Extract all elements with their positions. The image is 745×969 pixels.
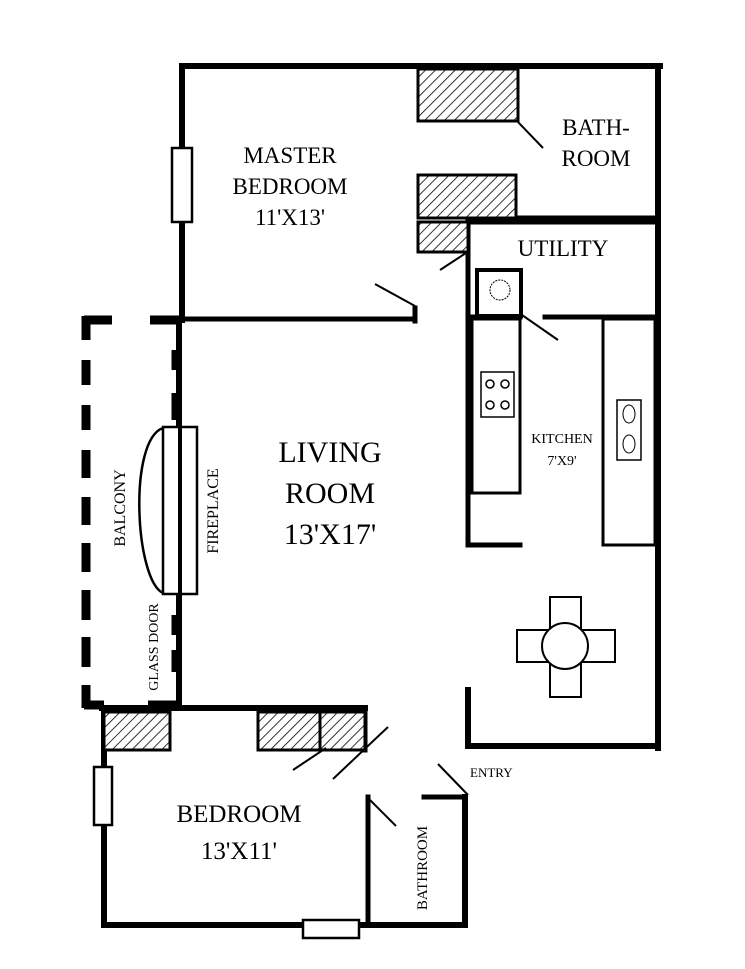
window-master — [170, 146, 194, 224]
entry-label: ENTRY — [470, 765, 513, 780]
closet-bedroom-mid-a — [256, 710, 322, 752]
master-bath-label: BATH- — [562, 115, 630, 140]
stove — [480, 371, 515, 418]
living-room-size: 13'X17' — [284, 518, 376, 551]
door-entry — [437, 763, 469, 796]
room-labels: MASTER BEDROOM 11'X13' BATH- ROOM UTILIT… — [112, 115, 631, 910]
door-bathroom — [369, 799, 397, 827]
door-bedroom — [332, 726, 389, 780]
closets — [102, 67, 520, 752]
utility-label: UTILITY — [518, 236, 609, 261]
bedroom-label: BEDROOM — [176, 801, 301, 828]
table-icon — [541, 622, 589, 670]
sink-basin-icon — [622, 404, 636, 424]
closet-utility — [416, 220, 470, 254]
kitchen-size: 7'X9' — [547, 454, 576, 469]
balcony-label: BALCONY — [112, 469, 129, 547]
living-room-label: ROOM — [285, 477, 375, 510]
interior-walls — [179, 215, 661, 928]
fireplace — [138, 425, 199, 596]
burner-icon — [500, 400, 510, 410]
burner-icon — [500, 379, 510, 389]
door-master-bath — [517, 121, 544, 149]
master-bedroom-label: MASTER — [243, 143, 337, 168]
closet-bath-top — [416, 67, 520, 123]
kitchen-counter-right — [601, 317, 657, 547]
exterior-walls — [99, 63, 663, 928]
door-master-bedroom — [374, 283, 416, 307]
closet-bedroom-mid-b — [318, 710, 367, 752]
door-kitchen — [521, 314, 559, 341]
burner-icon — [485, 379, 495, 389]
glass-door-label: GLASS DOOR — [147, 603, 162, 691]
closet-bedroom-left — [102, 710, 172, 752]
master-bath-label: ROOM — [561, 146, 630, 171]
master-bedroom-size: 11'X13' — [255, 205, 325, 230]
closet-bath-bottom — [416, 173, 518, 220]
door-utility-closet — [439, 252, 467, 271]
fireplace-hearth — [138, 426, 164, 595]
window-bedroom-left — [92, 765, 114, 827]
balcony — [81, 315, 182, 710]
door-bedroom-closet-1 — [292, 747, 327, 771]
dining-table — [516, 596, 616, 698]
window-bedroom-bottom — [301, 918, 361, 940]
door-swings — [292, 121, 559, 827]
master-bedroom-label: BEDROOM — [232, 174, 347, 199]
appliances — [470, 268, 657, 698]
water-heater-icon — [489, 279, 511, 301]
bathroom-label: BATHROOM — [415, 826, 431, 910]
living-room-label: LIVING — [278, 436, 381, 469]
fireplace-label: FIREPLACE — [205, 468, 222, 553]
windows — [92, 146, 361, 940]
sink-basin-icon — [622, 434, 636, 454]
bedroom-size: 13'X11' — [201, 838, 277, 865]
burner-icon — [485, 400, 495, 410]
kitchen-label: KITCHEN — [531, 432, 592, 447]
